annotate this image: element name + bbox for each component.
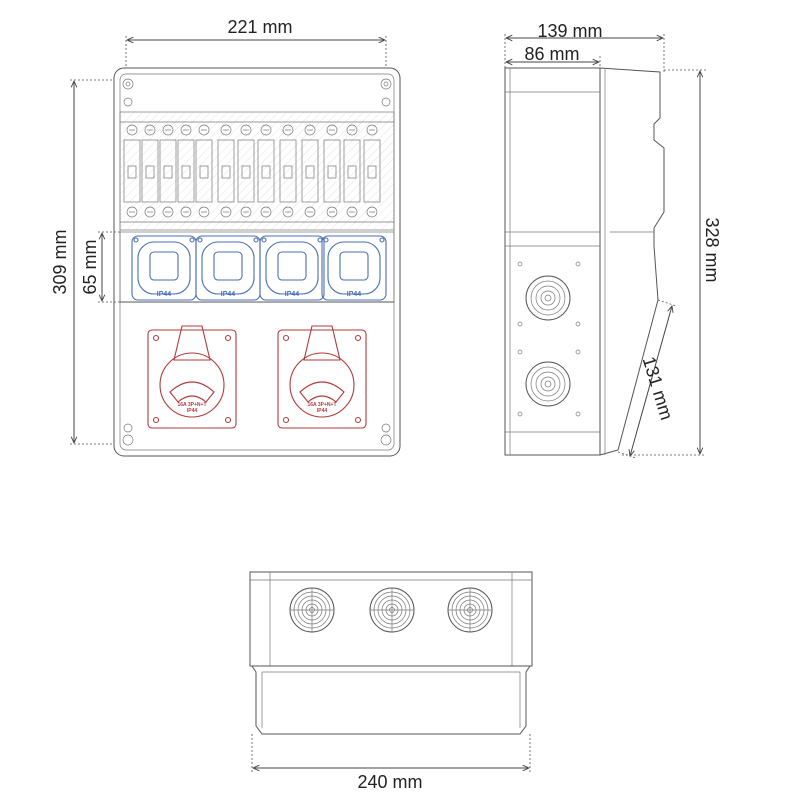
- schuko-socket: IP44: [131, 235, 197, 301]
- breaker-module: [279, 124, 297, 218]
- cable-gland: [369, 587, 415, 633]
- bottom-width-label: 240 mm: [357, 772, 422, 792]
- socket-rating-label: IP44: [285, 291, 300, 298]
- front-enclosure-outline: [113, 67, 401, 457]
- breaker-panel: [119, 111, 395, 231]
- screw-icon: [380, 78, 392, 90]
- schuko-socket: IP44: [195, 235, 261, 301]
- breaker-module: [177, 124, 195, 218]
- socket-rating-label: IP44: [221, 291, 236, 298]
- corner-screws: [122, 78, 392, 446]
- socket-rating-label: IP44: [347, 291, 362, 298]
- screw-icon: [381, 97, 391, 107]
- breaker-module: [257, 124, 275, 218]
- breaker-module: [123, 124, 141, 218]
- schuko-socket: IP44: [259, 235, 325, 301]
- side-height-label: 328 mm: [702, 217, 722, 282]
- schuko-socket-row: IP44 IP44 IP44 IP44: [119, 231, 395, 303]
- breaker-modules: [123, 124, 381, 218]
- side-cable-gland-lower: [517, 349, 581, 417]
- breaker-module: [195, 124, 213, 218]
- side-cable-gland-upper: [517, 261, 581, 327]
- side-depth-total-label: 139 mm: [537, 21, 602, 41]
- side-view: 139 mm 86 mm 328 mm 131 mm: [504, 21, 722, 459]
- breaker-module: [217, 124, 235, 218]
- breaker-module: [363, 124, 381, 218]
- cee-rating-label: 16A 3P+N+T: [308, 402, 337, 408]
- side-body-outline: [504, 67, 601, 456]
- schuko-sockets: IP44 IP44 IP44 IP44: [131, 235, 387, 301]
- breaker-module: [323, 124, 341, 218]
- bottom-view: 240 mm: [249, 571, 533, 792]
- side-slope-label: 131 mm: [639, 354, 677, 422]
- cable-gland: [447, 587, 493, 633]
- cee-rating-label: 16A 3P+N+T: [178, 402, 207, 408]
- breaker-module: [301, 124, 319, 218]
- bottom-lid-outline: [251, 665, 531, 735]
- breaker-module: [141, 124, 159, 218]
- socket-row-height-label: 65 mm: [80, 239, 100, 294]
- screw-icon: [123, 97, 133, 107]
- front-height-label: 309 mm: [50, 229, 70, 294]
- cee-ip-label: IP44: [317, 408, 328, 414]
- front-width-label: 221 mm: [227, 17, 292, 37]
- screw-icon: [123, 423, 133, 433]
- side-depth-body-label: 86 mm: [524, 44, 579, 64]
- breaker-module: [237, 124, 255, 218]
- screw-icon: [380, 434, 392, 446]
- cable-gland: [289, 587, 335, 633]
- screw-icon: [122, 78, 134, 90]
- screw-icon: [122, 434, 134, 446]
- schuko-socket: IP44: [321, 235, 387, 301]
- cee-ip-label: IP44: [187, 408, 198, 414]
- breaker-module: [343, 124, 361, 218]
- bottom-cable-glands: [289, 587, 493, 633]
- screw-icon: [381, 423, 391, 433]
- socket-rating-label: IP44: [157, 291, 172, 298]
- breaker-module: [159, 124, 177, 218]
